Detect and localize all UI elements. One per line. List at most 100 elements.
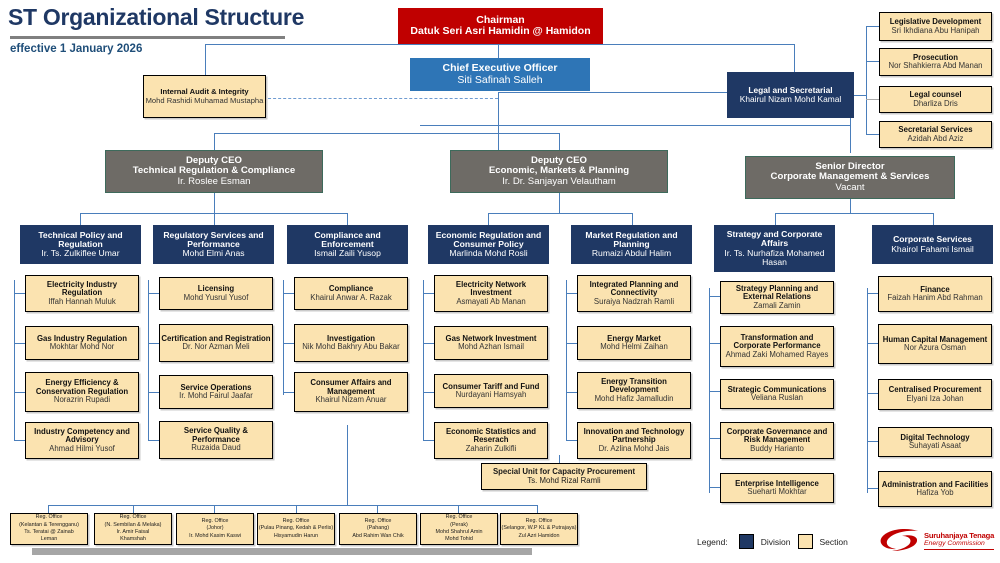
regional-office-selangor-kl-putrajaya[interactable]: Reg. Office (Selangor, W.P KL & Putrajay… xyxy=(500,513,578,545)
node-chairman[interactable]: Chairman Datuk Seri Asri Hamidin @ Hamid… xyxy=(398,8,603,44)
connector-col2-s4 xyxy=(148,440,159,441)
connector-legal-section-2 xyxy=(866,61,879,62)
reg-office-area: (Pahang) xyxy=(366,525,390,532)
connector-chairman-right-rail xyxy=(498,44,794,45)
node-secretarial-services[interactable]: Secretarial Services Azidah Abd Aziz xyxy=(879,121,992,148)
regional-office-perak[interactable]: Reg. Office (Perak) Mohd Shahrul Amin Mo… xyxy=(420,513,498,545)
division-regulatory-services-and-performance[interactable]: Regulatory Services and Performance Mohd… xyxy=(153,225,274,264)
division-compliance-and-enforcement[interactable]: Compliance and Enforcement Ismail Zaili … xyxy=(287,225,408,264)
section-gas-industry-regulation[interactable]: Gas Industry Regulation Mokhtar Mohd Nor xyxy=(25,326,139,360)
connector-deputy1-drop xyxy=(214,133,215,150)
division-technical-policy-and-regulation[interactable]: Technical Policy and Regulation Ir. Ts. … xyxy=(20,225,141,264)
regional-office-negeri-sembilan-melaka[interactable]: Reg. Office (N. Sembilan & Melaka) Ir. A… xyxy=(94,513,172,545)
connector-regional-1 xyxy=(48,505,49,513)
node-chief-executive-officer[interactable]: Chief Executive Officer Siti Safinah Sal… xyxy=(410,58,590,91)
division-head: Rumaizi Abdul Halim xyxy=(591,248,672,259)
section-name: Dharliza Dris xyxy=(913,98,958,108)
node-senior-director-corporate[interactable]: Senior Director Corporate Management & S… xyxy=(745,156,955,199)
division-economic-regulation-and-consumer-policy[interactable]: Economic Regulation and Consumer Policy … xyxy=(428,225,549,264)
connector-col4-s3 xyxy=(423,392,434,393)
section-electricity-network-investment[interactable]: Electricity Network Investment Asmayati … xyxy=(434,275,548,312)
reg-office-label: Reg. Office xyxy=(445,514,473,521)
connector-legal-section-4 xyxy=(866,134,879,135)
reg-office-head: Mohd Shahrul Amin xyxy=(435,529,483,535)
logo-subtitle: Energy Commission xyxy=(924,540,985,547)
connector-division3-drop xyxy=(347,213,348,225)
legend-swatch-division xyxy=(738,534,754,549)
connector-legal-section-1 xyxy=(866,26,879,27)
section-energy-efficiency-conservation-regulation[interactable]: Energy Efficiency & Conservation Regulat… xyxy=(25,372,139,412)
section-digital-technology[interactable]: Digital Technology Suhayati Asaat xyxy=(878,427,992,457)
node-deputy-ceo-economic[interactable]: Deputy CEO Economic, Markets & Planning … xyxy=(450,150,668,193)
section-service-operations[interactable]: Service Operations Ir. Mohd Fairul Jaafa… xyxy=(159,375,273,409)
legal-name: Khairul Nizam Mohd Kamal xyxy=(739,94,842,104)
section-human-capital-management[interactable]: Human Capital Management Nor Azura Osman xyxy=(878,324,992,364)
special-unit-name: Ts. Mohd Rizal Ramli xyxy=(527,475,601,485)
section-corporate-governance-and-risk-management[interactable]: Corporate Governance and Risk Management… xyxy=(720,422,834,459)
reg-office-label: Reg. Office xyxy=(201,518,229,525)
connector-division1-drop xyxy=(80,213,81,225)
reg-office-label: Reg. Office xyxy=(525,518,553,525)
section-electricity-industry-regulation[interactable]: Electricity Industry Regulation Iffah Ha… xyxy=(25,275,139,312)
title-divider xyxy=(10,36,285,39)
section-service-quality-performance[interactable]: Service Quality & Performance Ruzaida Da… xyxy=(159,421,273,459)
section-gas-network-investment[interactable]: Gas Network Investment Mohd Azhan Ismail xyxy=(434,326,548,360)
section-consumer-tariff-and-fund[interactable]: Consumer Tariff and Fund Nurdayani Hamsy… xyxy=(434,374,548,408)
connector-col5-spine xyxy=(566,280,567,440)
section-integrated-planning-and-connectivity[interactable]: Integrated Planning and Connectivity Sur… xyxy=(577,275,691,312)
connector-col1-s4 xyxy=(14,440,25,441)
section-economic-statistics-and-research[interactable]: Economic Statistics and Reserach Zaharin… xyxy=(434,422,548,459)
section-name: Mokhtar Mohd Nor xyxy=(49,342,115,351)
section-investigation[interactable]: Investigation Nik Mohd Bakhry Abu Bakar xyxy=(294,324,408,362)
section-industry-competency-and-advisory[interactable]: Industry Competency and Advisory Ahmad H… xyxy=(25,422,139,459)
reg-office-head: Ir. Mohd Kasim Kaswi xyxy=(189,532,241,539)
section-strategy-planning-and-external-relations[interactable]: Strategy Planning and External Relations… xyxy=(720,281,834,314)
connector-division4-drop xyxy=(488,213,489,225)
section-energy-market[interactable]: Energy Market Mohd Helmi Zaihan xyxy=(577,326,691,360)
footer-bar xyxy=(32,548,532,555)
section-innovation-and-technology-partnership[interactable]: Innovation and Technology Partnership Dr… xyxy=(577,422,691,459)
node-internal-audit-integrity[interactable]: Internal Audit & Integrity Mohd Rashidi … xyxy=(143,75,266,118)
section-licensing[interactable]: Licensing Mohd Yusrul Yusof xyxy=(159,277,273,310)
section-administration-and-facilities[interactable]: Administration and Facilities Hafiza Yob xyxy=(878,471,992,507)
connector-col7-s1 xyxy=(867,293,878,294)
section-name: Mohd Helmi Zaihan xyxy=(600,342,668,351)
legend-division-label: Division xyxy=(760,536,791,547)
section-transformation-and-corporate-performance[interactable]: Transformation and Corporate Performance… xyxy=(720,326,834,367)
section-name: Mohd Yusrul Yusof xyxy=(183,292,249,302)
section-certification-and-registration[interactable]: Certification and Registration Dr. Nor A… xyxy=(159,324,273,362)
section-consumer-affairs-and-management[interactable]: Consumer Affairs and Management Khairul … xyxy=(294,372,408,412)
section-title: Electricity Network Investment xyxy=(455,279,527,298)
node-legal-counsel[interactable]: Legal counsel Dharliza Dris xyxy=(879,86,992,113)
node-legislative-development[interactable]: Legislative Development Sri Ikhdiana Abu… xyxy=(879,12,992,41)
section-name: Dr. Nor Azman Meli xyxy=(182,342,250,351)
section-centralised-procurement[interactable]: Centralised Procurement Elyani Iza Johan xyxy=(878,379,992,410)
section-name: Dr. Azlina Mohd Jais xyxy=(598,443,670,453)
reg-office-area: (N. Sembilan & Melaka) xyxy=(104,521,162,528)
section-name: Buddy Harianto xyxy=(750,443,804,453)
regional-office-pulau-pinang-kedah-perlis[interactable]: Reg. Office (Pulau Pinang, Kedah & Perli… xyxy=(257,513,335,545)
division-strategy-and-corporate-affairs[interactable]: Strategy and Corporate Affairs Ir. Ts. N… xyxy=(714,225,835,272)
node-deputy-ceo-technical[interactable]: Deputy CEO Technical Regulation & Compli… xyxy=(105,150,323,193)
division-market-regulation-and-planning[interactable]: Market Regulation and Planning Rumaizi A… xyxy=(571,225,692,264)
division-corporate-services[interactable]: Corporate Services Khairol Fahami Ismail xyxy=(872,225,993,264)
regional-office-johor[interactable]: Reg. Office (Johor) Ir. Mohd Kasim Kaswi xyxy=(176,513,254,545)
section-name: Khairul Anwar A. Razak xyxy=(310,292,392,302)
node-prosecution[interactable]: Prosecution Nor Shahkierra Abd Manan xyxy=(879,48,992,76)
section-finance[interactable]: Finance Faizah Hanim Abd Rahman xyxy=(878,276,992,312)
section-strategic-communications[interactable]: Strategic Communications Veliana Ruslan xyxy=(720,379,834,409)
section-title: Strategic Communications xyxy=(727,384,827,394)
regional-office-kelantan-terengganu[interactable]: Reg. Office (Kelantan & Terengganu) Ts. … xyxy=(10,513,88,545)
node-legal-and-secretarial[interactable]: Legal and Secretarial Khairul Nizam Mohd… xyxy=(727,72,854,118)
page-title: ST Organizational Structure xyxy=(8,4,305,30)
node-special-unit-capacity-procurement[interactable]: Special Unit for Capacity Procurement Ts… xyxy=(481,463,647,490)
regional-office-pahang[interactable]: Reg. Office (Pahang) Abd Rahim Wan Chik xyxy=(339,513,417,545)
section-energy-transition-development[interactable]: Energy Transition Development Mohd Hafiz… xyxy=(577,372,691,409)
deputy-name: Ir. Roslee Esman xyxy=(177,175,251,187)
section-title: Service Operations xyxy=(180,382,252,392)
section-enterprise-intelligence[interactable]: Enterprise Intelligence Sueharti Mokhtar xyxy=(720,473,834,503)
section-name: Ir. Mohd Fairul Jaafar xyxy=(179,391,253,400)
reg-office-head: Abd Rahim Wan Chik xyxy=(352,532,404,539)
connector-internal-audit-drop xyxy=(205,44,206,75)
section-compliance[interactable]: Compliance Khairul Anwar A. Razak xyxy=(294,277,408,310)
